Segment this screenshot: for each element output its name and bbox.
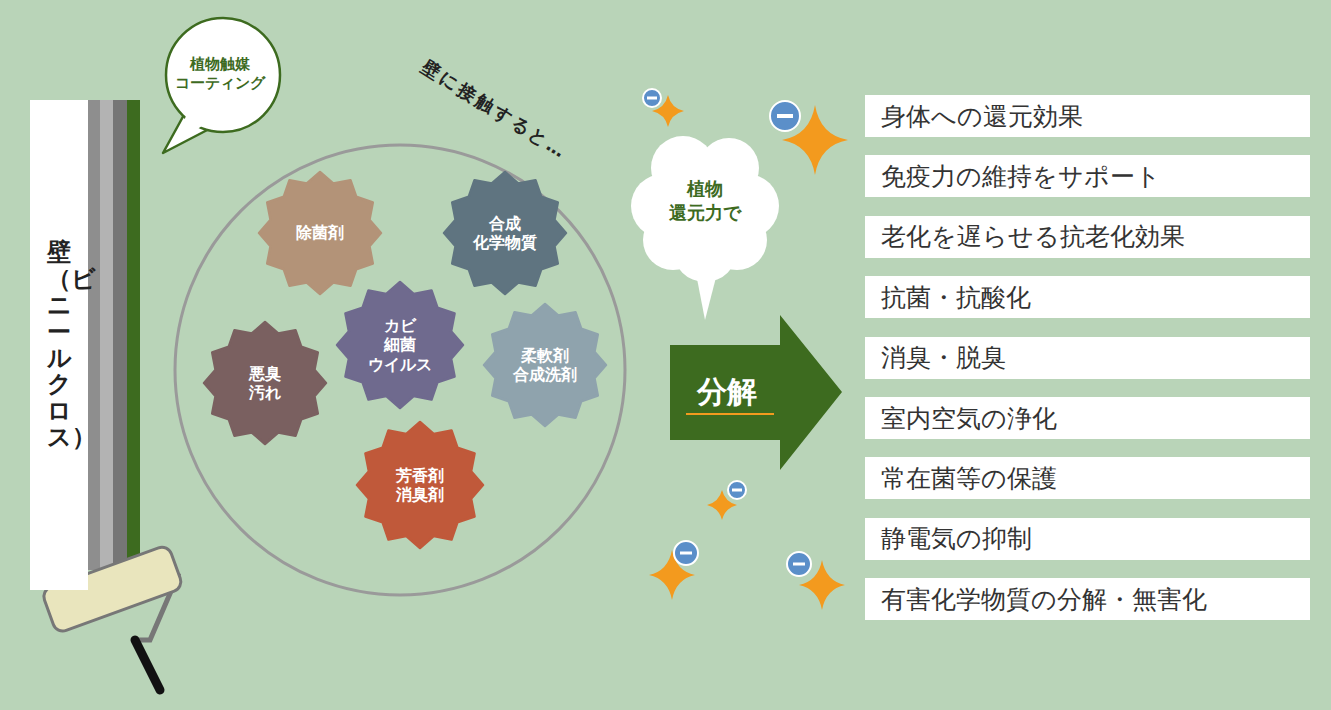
node-label: 分解 [697, 372, 757, 413]
substance-gear: 除菌剤 [259, 172, 381, 294]
decompose-arrow: 分解 [670, 315, 842, 470]
node-label: カビ 細菌 ウイルス [368, 316, 432, 374]
node-label: 芳香剤 消臭剤 [396, 466, 444, 504]
effect-box: 免疫力の維持をサポート [865, 155, 1310, 197]
node-label: 身体への還元効果 [881, 100, 1083, 133]
wall-band: 壁（ビニールクロス） [30, 100, 88, 590]
node-label: 植物触媒 コーティング [175, 55, 265, 93]
speech-bubble: 植物触媒 コーティング [155, 15, 285, 155]
node-label: 有害化学物質の分解・無害化 [881, 583, 1207, 616]
node-label: 植物 還元力で [669, 177, 741, 225]
node-label: 合成 化学物質 [473, 214, 537, 252]
effect-box: 室内空気の浄化 [865, 397, 1310, 439]
coating-layer [127, 100, 140, 560]
node-label: 常在菌等の保護 [881, 462, 1057, 495]
wall-layer [100, 100, 113, 570]
effect-box: 消臭・脱臭 [865, 337, 1310, 379]
effect-box: 老化を遅らせる抗老化効果 [865, 216, 1310, 258]
node-label: 抗菌・抗酸化 [881, 281, 1031, 314]
node-label: 悪臭 汚れ [249, 364, 281, 402]
node-label: 免疫力の維持をサポート [881, 160, 1161, 193]
effect-box: 身体への還元効果 [865, 95, 1310, 137]
node-label: 壁（ビニールクロス） [47, 239, 71, 450]
substance-gear: 合成 化学物質 [444, 172, 566, 294]
thought-cloud: 植物 還元力で [625, 128, 785, 323]
node-label: 柔軟剤 合成洗剤 [513, 346, 577, 384]
node-label: 老化を遅らせる抗老化効果 [881, 220, 1185, 253]
substance-gear: 芳香剤 消臭剤 [357, 422, 483, 548]
substance-gear: 柔軟剤 合成洗剤 [484, 304, 606, 426]
node-label: 除菌剤 [296, 223, 344, 242]
minus-sparkles [643, 89, 848, 610]
circle-heading: 壁に接触すると… [417, 55, 572, 164]
effect-box: 有害化学物質の分解・無害化 [865, 578, 1310, 620]
node-label: 消臭・脱臭 [881, 341, 1006, 374]
wall-layer [88, 100, 100, 570]
cloud-outline [625, 128, 785, 323]
node-label: 静電気の抑制 [881, 522, 1032, 555]
node-label: 室内空気の浄化 [881, 402, 1057, 435]
effect-box: 静電気の抑制 [865, 518, 1310, 560]
contact-circle [175, 145, 625, 595]
substance-gear: 悪臭 汚れ [204, 322, 326, 444]
contact-circle-area: 壁に接触すると…除菌剤合成 化学物質カビ 細菌 ウイルス柔軟剤 合成洗剤悪臭 汚… [175, 145, 625, 595]
substance-gear: カビ 細菌 ウイルス [337, 282, 463, 408]
wall-layer [113, 100, 127, 570]
effect-box: 常在菌等の保護 [865, 457, 1310, 499]
effect-box: 抗菌・抗酸化 [865, 276, 1310, 318]
